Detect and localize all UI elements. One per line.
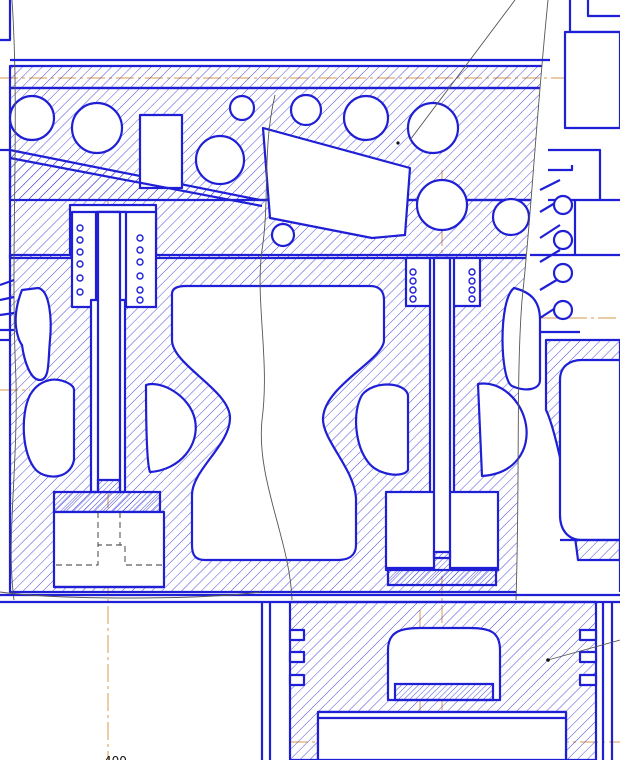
valve-spring-coils-left (76, 224, 144, 304)
oil-gallery-holes (8, 93, 531, 248)
valve-right (384, 256, 500, 587)
break-lines (10, 0, 549, 601)
cylinder-bore-left (0, 585, 261, 599)
coolant-jackets-left (14, 286, 197, 478)
piston-section (260, 600, 620, 760)
spring-coils-side (539, 179, 574, 321)
central-coolant-jacket (170, 284, 386, 562)
intake-port (9, 113, 412, 240)
coolant-jackets-right (355, 286, 542, 478)
left-side-fins (0, 278, 15, 342)
valve-spring-coils-right (409, 268, 476, 303)
piston-ring-grooves (288, 628, 598, 687)
valve-left (52, 203, 166, 589)
dimension-text-fragment: 400 (104, 754, 127, 760)
right-side-housing (530, 0, 620, 592)
